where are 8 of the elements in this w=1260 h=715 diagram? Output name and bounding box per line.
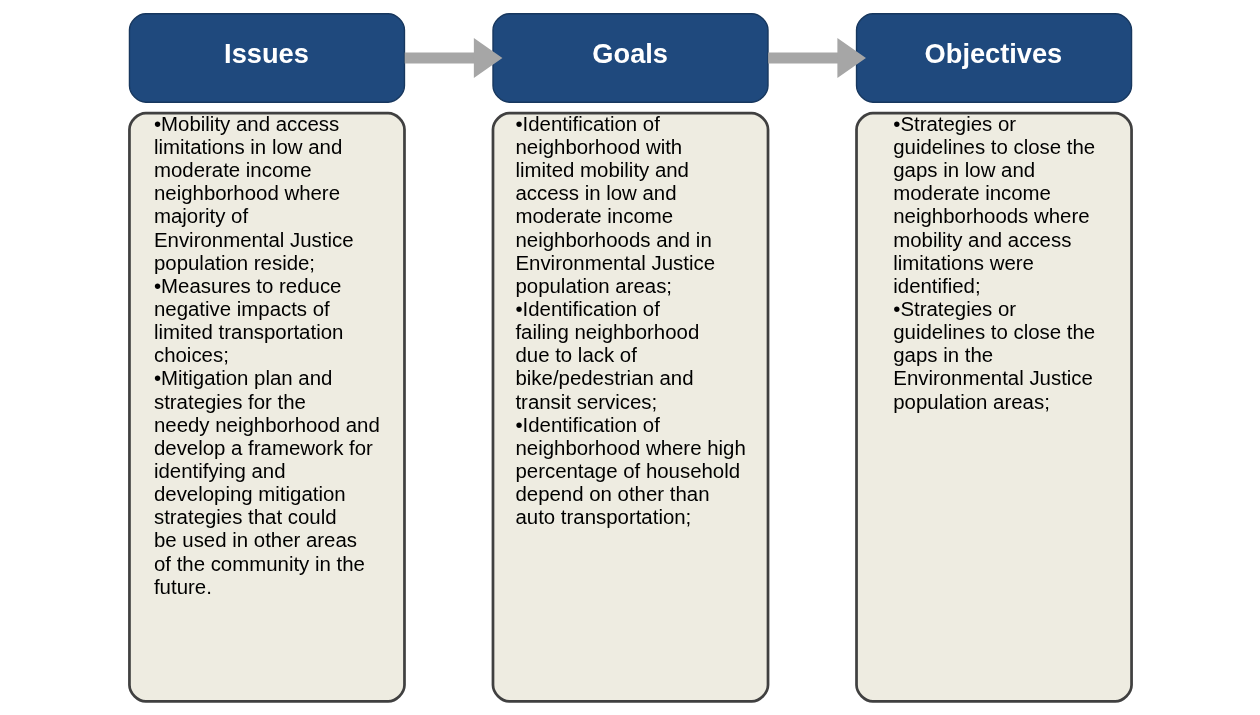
node-box: •Identification of neighborhood with limited mobility and access in low and moderate income neighborhoods and in Environmental Justice population areas; •Identification of failing neighborhood due to lack of bike/pedestrian and transit services; •Identification of neighborhood where high percentage of household depend on other than auto transportation;: [491, 111, 769, 703]
node-box: Goals: [491, 13, 769, 103]
node-box: Objectives: [855, 13, 1132, 103]
node-box: •Strategies or guidelines to close the gaps in low and moderate income neighborhoods where mobility and access limitations were identified; •Strategies or guidelines to close the gaps in the Environmental Justice population areas;: [854, 111, 1133, 703]
node-box: •Mobility and access limitations in low and moderate income neighborhood where majority of Environmental Justice population reside; •Measures to reduce negative impacts of limited transportation choices; •Mitigation plan and strategies for the needy neighborhood and develop a framework for identifying and developing mitigation strategies that could be used in other areas of the community in the future.: [127, 111, 406, 703]
node-box: Issues: [128, 13, 405, 103]
arrow: [767, 37, 866, 78]
arrow: [404, 37, 502, 78]
